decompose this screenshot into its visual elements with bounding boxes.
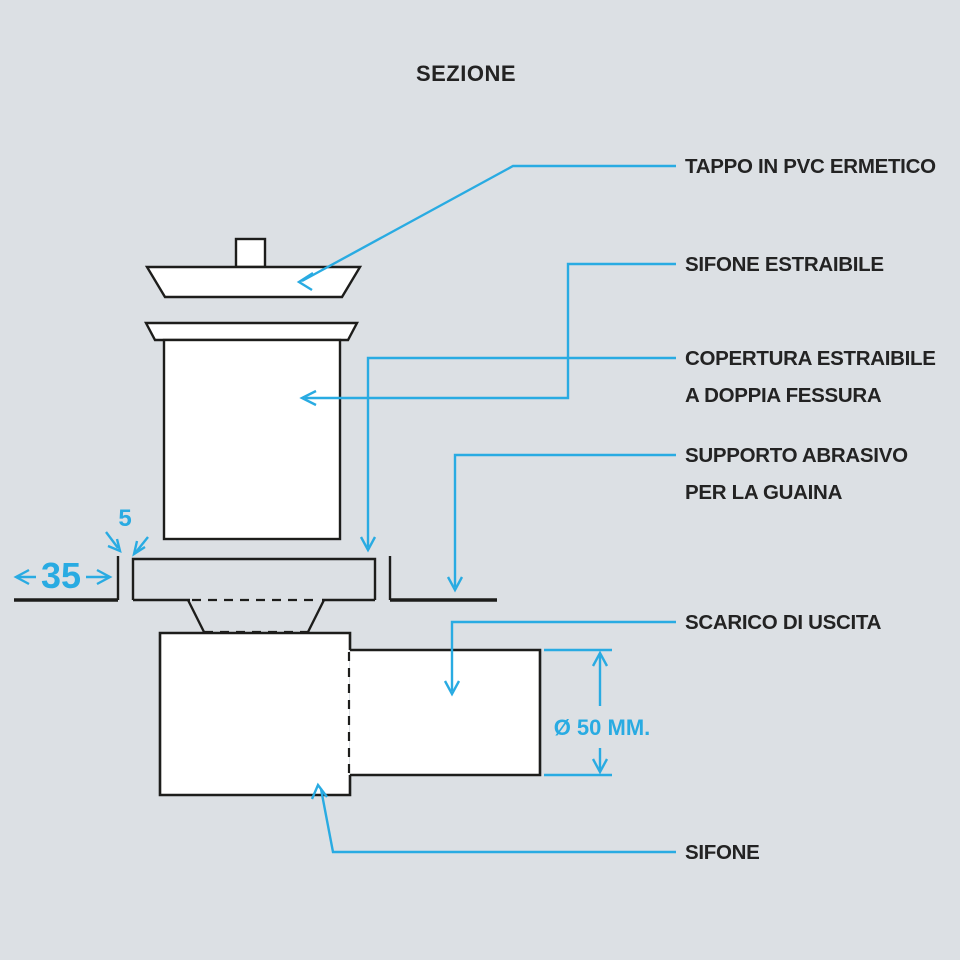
callout-copertura-line2: A DOPPIA FESSURA xyxy=(685,384,882,407)
siphon-cup xyxy=(144,321,359,541)
cup-rim xyxy=(144,321,359,342)
body-outline xyxy=(158,631,352,797)
diagram-title: SEZIONE xyxy=(415,61,517,86)
leader-sifone xyxy=(319,788,676,854)
callout-scarico: SCARICO DI USCITA xyxy=(685,611,882,634)
callout-supporto-line1: SUPPORTO ABRASIVO xyxy=(685,444,908,467)
arrow-sifone-icon xyxy=(310,782,328,800)
leader-tappo xyxy=(301,164,676,283)
callout-supporto: SUPPORTO ABRASIVO PER LA GUAINA xyxy=(685,437,908,511)
callout-copertura-line1: COPERTURA ESTRAIBILE xyxy=(685,347,936,370)
leader-copertura xyxy=(366,356,676,547)
siphon-body-and-outlet xyxy=(158,631,542,797)
dim5-tail-left xyxy=(105,531,119,549)
callout-copertura: COPERTURA ESTRAIBILE A DOPPIA FESSURA xyxy=(685,340,936,414)
callout-sifone: SIFONE xyxy=(685,841,760,864)
arrow-supporto-icon xyxy=(446,576,464,593)
dimension-slot-width: 5 xyxy=(118,505,132,532)
arrow-dim35-right-icon xyxy=(96,568,113,586)
callout-sifone-estraibile: SIFONE ESTRAIBILE xyxy=(685,253,884,276)
dimension-floor-width: 35 xyxy=(40,555,82,596)
leader-sifone-estraibile xyxy=(305,262,676,400)
arrow-dim5-left-icon xyxy=(107,538,122,554)
arrow-dim50-top-icon xyxy=(591,650,609,667)
arrow-copertura-icon xyxy=(359,536,377,553)
cup-body xyxy=(162,338,342,541)
cap-body xyxy=(144,265,363,299)
arrow-dim35-left-icon xyxy=(13,568,30,586)
dimension-lines xyxy=(13,531,612,777)
cap-assembly xyxy=(144,237,363,299)
flange-channel xyxy=(131,557,377,600)
body-fill xyxy=(161,634,349,794)
arrow-tappo-icon xyxy=(296,271,314,292)
callout-supporto-line2: PER LA GUAINA xyxy=(685,481,843,504)
funnel-left xyxy=(186,599,206,633)
leader-scarico xyxy=(450,620,676,691)
leader-lines xyxy=(296,164,676,854)
arrow-dim50-bottom-icon xyxy=(591,758,609,775)
arrow-scarico-icon xyxy=(443,680,461,697)
dim5-tail-right xyxy=(135,536,149,553)
callout-tappo: TAPPO IN PVC ERMETICO xyxy=(685,155,936,178)
outlet-pipe xyxy=(350,648,542,777)
arrow-dim5-right-icon xyxy=(132,540,146,557)
pipe-fill xyxy=(350,651,539,774)
dimension-pipe-diameter: Ø 50 MM. xyxy=(553,715,651,740)
cap-knob xyxy=(234,237,267,269)
arrow-sifone-estraibile-icon xyxy=(299,389,317,407)
leader-supporto xyxy=(453,453,676,587)
funnel-right xyxy=(306,599,326,633)
